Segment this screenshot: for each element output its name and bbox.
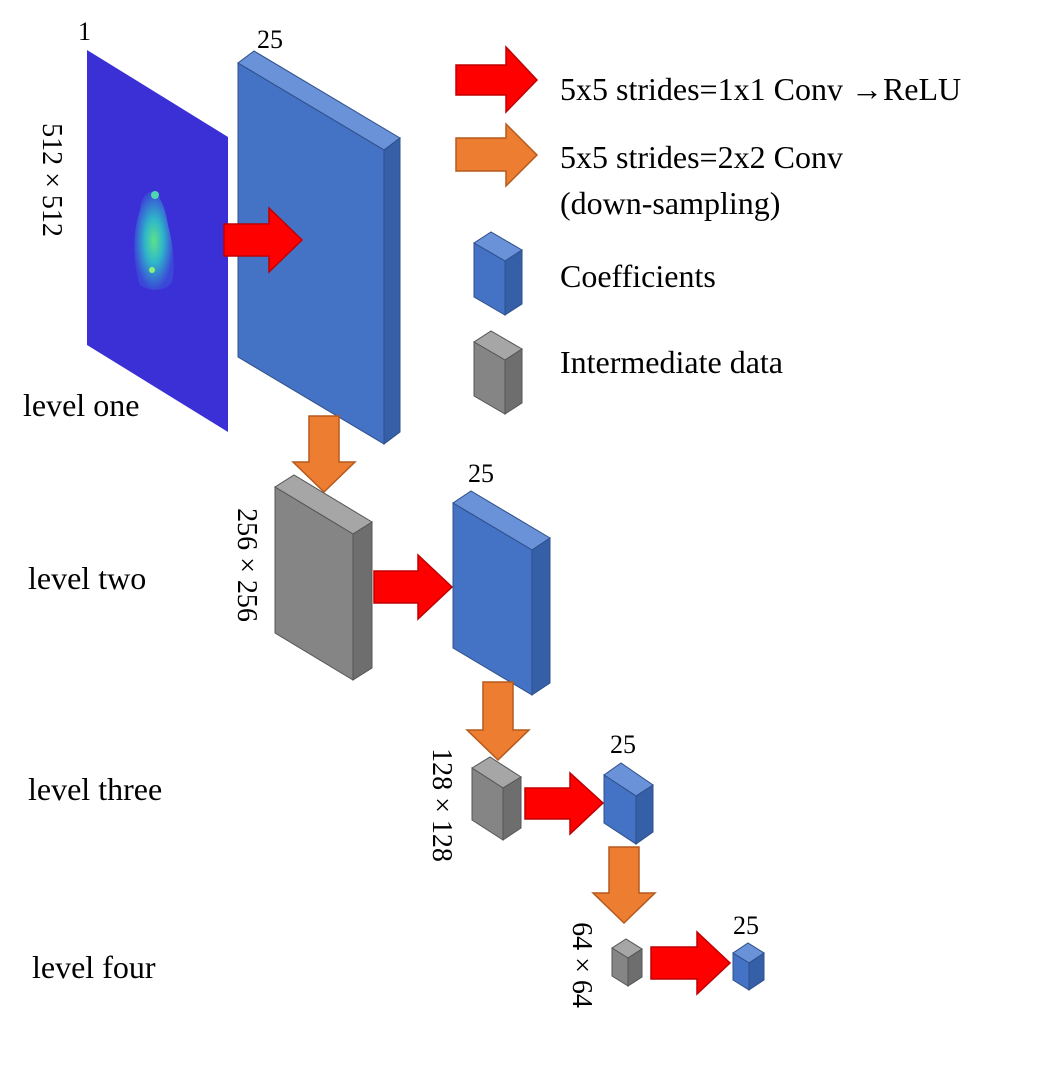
level-three-relu-arrow xyxy=(524,771,605,836)
level-one-relu-arrow xyxy=(223,206,304,274)
level-three-coefficient-block xyxy=(603,762,654,845)
level-two-intermediate-block xyxy=(274,474,373,681)
legend-conv-down-sub-label: (down-sampling) xyxy=(560,185,780,221)
level-two-dim-label: 256 × 256 xyxy=(231,508,262,622)
legend-coefficients-label: Coefficients xyxy=(560,258,716,294)
legend-relu-arrow-icon xyxy=(455,45,539,114)
level-three-intermediate-block xyxy=(471,756,522,841)
level-one-dim-label: 512 × 512 xyxy=(36,123,67,237)
down-arrow-one-two xyxy=(291,415,357,494)
level-four-channel-label: 25 xyxy=(733,911,759,940)
legend-coefficient-cube-icon xyxy=(473,231,523,316)
level-two-label: level two xyxy=(28,560,146,596)
level-one-label: level one xyxy=(23,387,139,423)
level-four-coefficient-block xyxy=(732,942,765,991)
level-three-dim-label: 128 × 128 xyxy=(426,748,457,862)
level-four-dim-label: 64 × 64 xyxy=(566,922,597,1008)
level-four-label: level four xyxy=(32,949,156,985)
level-three-label: level three xyxy=(28,771,162,807)
legend-intermediate-label: Intermediate data xyxy=(560,344,783,380)
legend: 5x5 strides=1x1 Conv →ReLU 5x5 strides=2… xyxy=(455,45,961,415)
level-one-coefficient-block xyxy=(237,50,401,445)
down-arrow-two-three xyxy=(465,681,531,762)
input-image-blob xyxy=(134,191,174,290)
legend-intermediate-cube-icon xyxy=(473,330,523,415)
level-four-relu-arrow xyxy=(650,930,732,996)
legend-conv-down-label: 5x5 strides=2x2 Conv xyxy=(560,139,843,175)
level-two-relu-arrow xyxy=(373,553,454,621)
legend-conv-relu-label: 5x5 strides=1x1 Conv →ReLU xyxy=(560,71,961,107)
input-channel-label: 1 xyxy=(78,17,91,46)
level-two-coefficient-block xyxy=(452,490,551,696)
down-arrow-three-four xyxy=(591,846,657,925)
level-two-channel-label: 25 xyxy=(468,459,494,488)
input-image xyxy=(87,50,228,432)
level-three-channel-label: 25 xyxy=(610,730,636,759)
level-one-channel-label: 25 xyxy=(257,25,283,54)
legend-down-arrow-icon xyxy=(455,122,539,188)
level-four-intermediate-block xyxy=(611,938,643,987)
